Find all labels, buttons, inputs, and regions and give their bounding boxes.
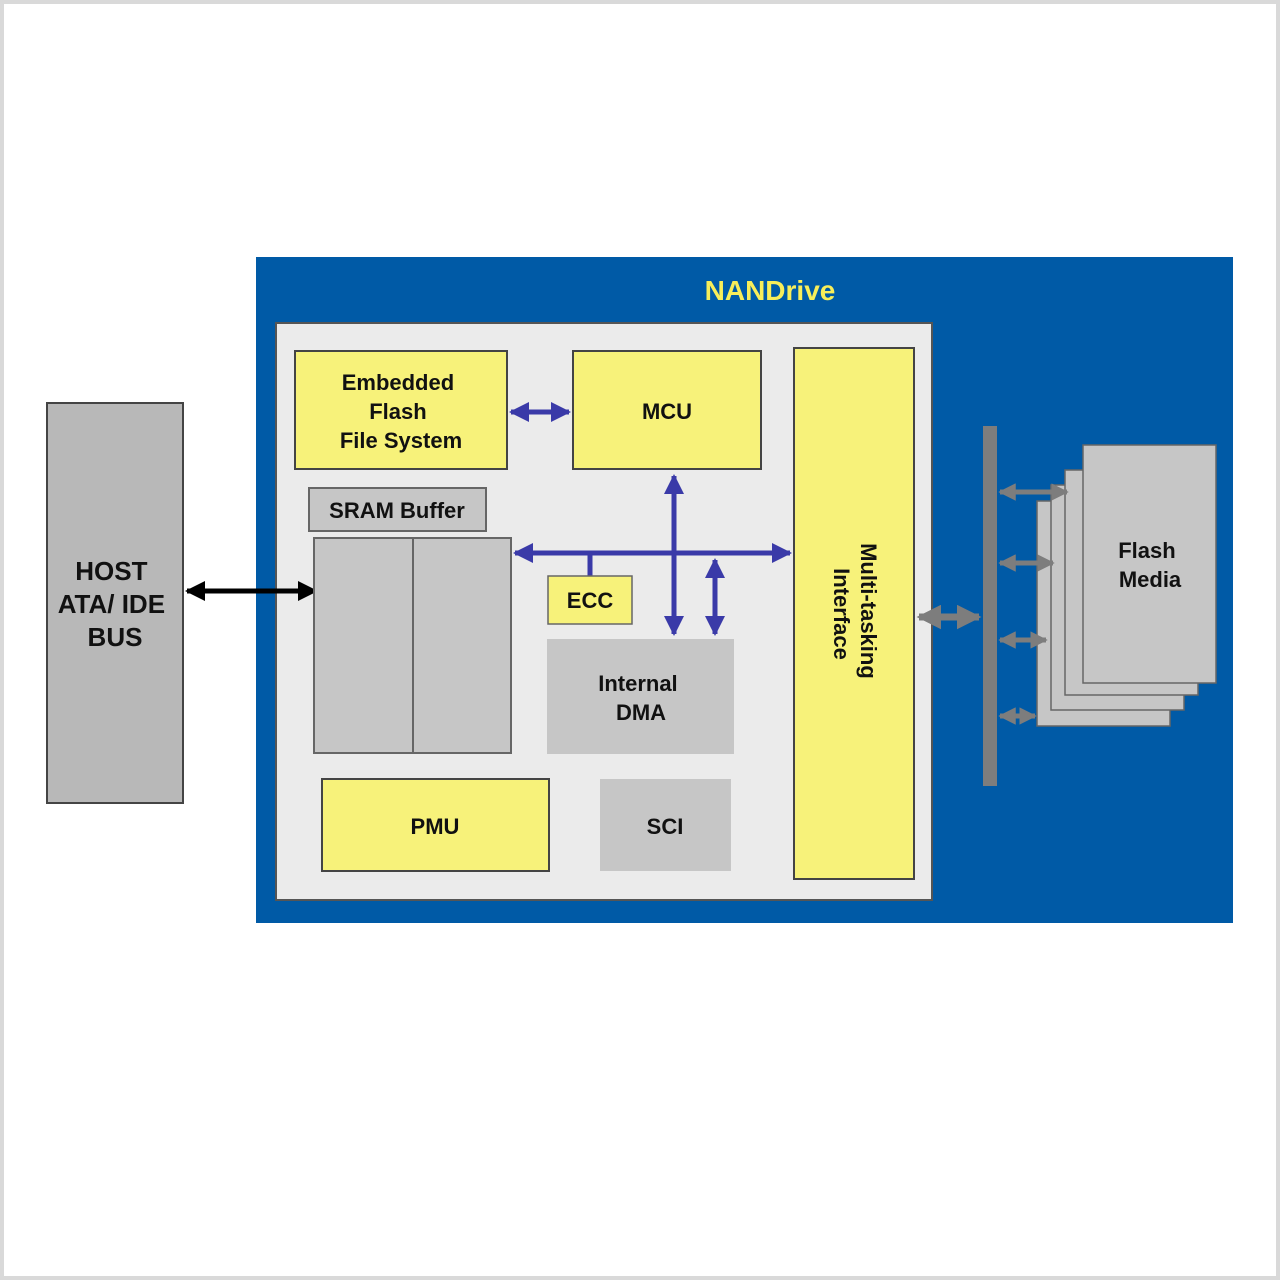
embedded-fs-label: Embedded Flash File System (340, 370, 462, 453)
ecc-label: ECC (567, 588, 614, 613)
internal-dma-label: Internal DMA (598, 671, 684, 725)
host-bus-block (46, 402, 184, 804)
embedded-fs-block (294, 350, 508, 470)
host-bus-label: HOST ATA/ IDE BUS (58, 556, 173, 652)
sram-buffer-label: SRAM Buffer (329, 498, 465, 523)
pmu-label: PMU (411, 814, 460, 839)
flash-chip-1 (1082, 444, 1217, 684)
mcu-label: MCU (642, 399, 692, 424)
flash-bus-bar (983, 426, 997, 786)
mcu-block (572, 350, 762, 470)
sci-block (600, 779, 731, 871)
internal-dma-block (547, 639, 734, 754)
sram-bank-right (412, 537, 512, 754)
ecc-block (547, 575, 633, 625)
pmu-block (321, 778, 550, 872)
sci-label: SCI (647, 814, 684, 839)
multitasking-interface-block (793, 347, 915, 880)
sram-buffer-label-box (308, 487, 487, 532)
sram-bank-left (313, 537, 414, 754)
nandrive-title: NANDrive (705, 275, 836, 306)
multitasking-interface-label: Multi-tasking Interface (829, 543, 881, 685)
flash-media-label: Flash Media (1118, 538, 1182, 592)
